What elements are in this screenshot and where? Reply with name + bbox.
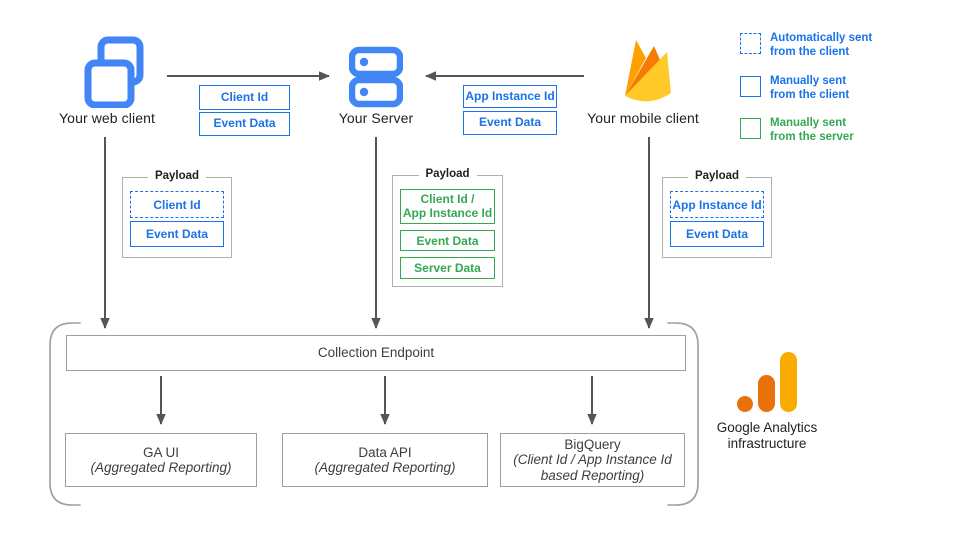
param-event-data: Event Data — [199, 112, 290, 136]
bigquery-box: BigQuery (Client Id / App Instance Id ba… — [500, 433, 685, 487]
legend-label-manual-client: Manually sent from the client — [770, 75, 850, 101]
payload-web: Payload Client Id Event Data — [122, 170, 232, 258]
legend-label-auto-client: Automatically sent from the client — [770, 32, 873, 58]
data-api-subtitle: (Aggregated Reporting) — [314, 460, 456, 475]
legend-swatch-dashed-blue — [740, 33, 761, 54]
payload-title: Payload — [147, 170, 207, 182]
firebase-flame-icon — [625, 40, 671, 102]
payload-item-server-data: Server Data — [400, 257, 495, 280]
overlapping-browser-windows-icon — [84, 36, 144, 108]
data-api-title: Data API — [358, 444, 412, 460]
bigquery-title: BigQuery — [564, 436, 621, 452]
payload-item-app-instance-id: App Instance Id — [670, 191, 764, 218]
collection-endpoint-box: Collection Endpoint — [66, 335, 686, 371]
param-client-id: Client Id — [199, 85, 290, 110]
payload-mobile: Payload App Instance Id Event Data — [662, 170, 772, 258]
param-event-data: Event Data — [463, 111, 557, 135]
web-client-label: Your web client — [59, 110, 155, 126]
payload-server: Payload Client Id / App Instance Id Even… — [392, 168, 503, 287]
payload-item-event-data: Event Data — [400, 229, 495, 252]
ga-ui-subtitle: (Aggregated Reporting) — [90, 460, 232, 475]
server-stack-icon — [349, 46, 403, 108]
payload-item-event-data: Event Data — [670, 221, 764, 247]
param-app-instance-id: App Instance Id — [463, 85, 557, 108]
payload-title: Payload — [418, 168, 477, 180]
payload-item-client-id: Client Id — [130, 191, 224, 218]
google-analytics-infrastructure-label: Google Analytics infrastructure — [716, 420, 818, 451]
google-analytics-logo-icon — [737, 352, 797, 412]
payload-item-client-or-app-instance-id: Client Id / App Instance Id — [400, 189, 495, 224]
infrastructure-bracket-left — [49, 322, 81, 506]
infrastructure-bracket-right — [667, 322, 699, 506]
legend-label-manual-server: Manually sent from the server — [770, 117, 854, 143]
server-label: Your Server — [338, 110, 414, 126]
payload-title: Payload — [687, 170, 747, 182]
legend-swatch-solid-blue — [740, 76, 761, 97]
mobile-client-label: Your mobile client — [587, 110, 699, 126]
bigquery-subtitle: (Client Id / App Instance Id based Repor… — [513, 452, 672, 483]
ga-ui-title: GA UI — [142, 444, 179, 460]
data-api-box: Data API (Aggregated Reporting) — [282, 433, 488, 487]
legend-swatch-solid-green — [740, 118, 761, 139]
payload-item-event-data: Event Data — [130, 221, 224, 247]
collection-endpoint-label: Collection Endpoint — [317, 345, 435, 361]
ga-ui-box: GA UI (Aggregated Reporting) — [65, 433, 257, 487]
